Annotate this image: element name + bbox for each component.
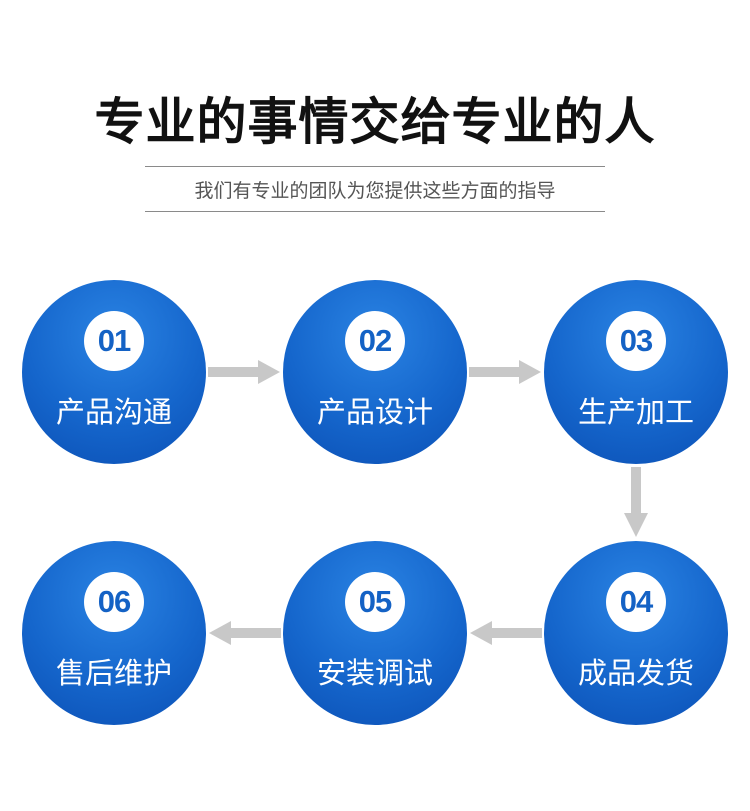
step-number: 06 xyxy=(97,584,131,619)
top-divider xyxy=(145,166,605,167)
bottom-divider xyxy=(145,211,605,212)
page-title: 专业的事情交给专业的人 xyxy=(94,93,656,151)
arrow-left-icon xyxy=(470,621,542,645)
step-label: 产品沟通 xyxy=(55,395,172,429)
step-06-circle: 06 售后维护 xyxy=(22,541,206,725)
page-subtitle: 我们有专业的团队为您提供这些方面的指导 xyxy=(194,180,556,202)
arrow-left-icon xyxy=(209,621,281,645)
step-05-circle: 05 安装调试 xyxy=(283,541,467,725)
step-label: 产品设计 xyxy=(316,395,433,429)
step-number: 02 xyxy=(358,323,392,358)
step-number: 04 xyxy=(619,584,653,619)
step-number: 03 xyxy=(619,323,653,358)
step-01-circle: 01 产品沟通 xyxy=(22,280,206,464)
step-label: 安装调试 xyxy=(316,656,433,690)
step-label: 成品发货 xyxy=(577,656,694,690)
step-number-badge: 05 xyxy=(345,572,405,632)
step-number-badge: 02 xyxy=(345,311,405,371)
arrow-down-icon xyxy=(624,467,648,537)
step-number-badge: 01 xyxy=(84,311,144,371)
step-label: 售后维护 xyxy=(55,656,172,690)
step-03-circle: 03 生产加工 xyxy=(544,280,728,464)
step-number: 05 xyxy=(358,584,392,619)
step-04-circle: 04 成品发货 xyxy=(544,541,728,725)
step-number-badge: 03 xyxy=(606,311,666,371)
arrow-right-icon xyxy=(208,360,280,384)
step-number: 01 xyxy=(97,323,131,358)
step-label: 生产加工 xyxy=(577,395,694,429)
step-number-badge: 04 xyxy=(606,572,666,632)
step-number-badge: 06 xyxy=(84,572,144,632)
arrow-right-icon xyxy=(469,360,541,384)
step-02-circle: 02 产品设计 xyxy=(283,280,467,464)
